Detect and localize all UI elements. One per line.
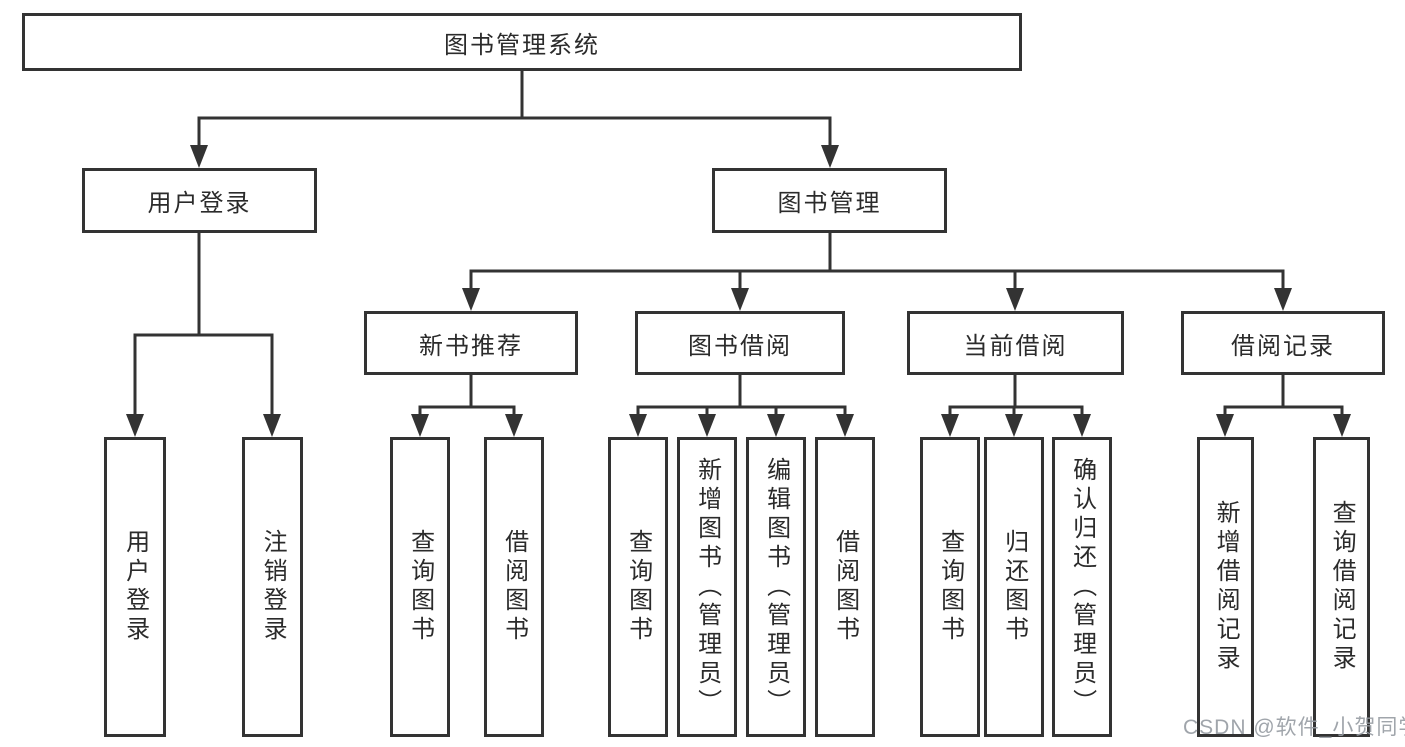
node-borrowing-records: 借阅记录 [1181, 311, 1385, 375]
leaf-edit-books-admin: 编辑图书（管理员） [746, 437, 806, 737]
arrow-down-icon [629, 414, 647, 437]
node-label: 借阅图书 [500, 529, 528, 645]
leaf-add-borrow-record: 新增借阅记录 [1197, 437, 1254, 737]
node-label: 新增借阅记录 [1212, 500, 1240, 674]
node-label: 查询借阅记录 [1328, 500, 1356, 674]
arrow-down-icon [1006, 288, 1024, 311]
arrow-down-icon [190, 145, 208, 168]
node-label: 查询图书 [406, 529, 434, 645]
node-book-borrowing: 图书借阅 [635, 311, 845, 375]
tree-edges [133, 69, 1344, 420]
leaf-query-books-recommend: 查询图书 [390, 437, 450, 737]
node-label: 新书推荐 [419, 332, 523, 360]
arrow-down-icon [263, 414, 281, 437]
node-label: 当前借阅 [963, 332, 1068, 360]
node-label: 图书管理 [777, 190, 882, 217]
node-label: 查询图书 [936, 529, 964, 645]
arrow-down-icon [731, 288, 749, 311]
node-root-label: 图书管理系统 [444, 31, 600, 59]
leaf-add-books-admin: 新增图书（管理员） [677, 437, 737, 737]
watermark: CSDN @软件_小贺同学 [1183, 716, 1405, 739]
arrow-down-icon [462, 288, 480, 311]
arrow-down-icon [836, 414, 854, 437]
arrow-down-icon [126, 414, 144, 437]
node-user-login: 用户登录 [82, 168, 317, 233]
node-label: 新增图书（管理员） [693, 456, 721, 718]
arrow-down-icon [767, 414, 785, 437]
leaf-query-borrow-record: 查询借阅记录 [1313, 437, 1370, 737]
arrowheads [126, 145, 1351, 437]
leaf-logout: 注销登录 [242, 437, 303, 737]
node-new-book-recommend: 新书推荐 [364, 311, 578, 375]
arrow-down-icon [941, 414, 959, 437]
node-root: 图书管理系统 [22, 13, 1022, 71]
node-label: 图书借阅 [688, 332, 792, 360]
arrow-down-icon [1005, 414, 1023, 437]
arrow-down-icon [1073, 414, 1091, 437]
leaf-borrow-books-recommend: 借阅图书 [484, 437, 544, 737]
node-label: 借阅图书 [831, 529, 859, 645]
leaf-user-login: 用户登录 [104, 437, 166, 737]
arrow-down-icon [411, 414, 429, 437]
leaf-return-books: 归还图书 [984, 437, 1044, 737]
node-label: 归还图书 [1000, 529, 1028, 645]
node-label: 用户登录 [147, 190, 252, 217]
node-label: 确认归还（管理员） [1068, 456, 1096, 718]
node-label: 借阅记录 [1231, 332, 1335, 360]
node-current-borrowing: 当前借阅 [907, 311, 1124, 375]
arrow-down-icon [1274, 288, 1292, 311]
leaf-query-books-current: 查询图书 [920, 437, 980, 737]
node-label: 用户登录 [121, 529, 149, 645]
arrow-down-icon [698, 414, 716, 437]
leaf-query-books-borrowing: 查询图书 [608, 437, 668, 737]
arrow-down-icon [821, 145, 839, 168]
arrow-down-icon [1216, 414, 1234, 437]
leaf-borrow-books: 借阅图书 [815, 437, 875, 737]
node-label: 查询图书 [624, 529, 652, 645]
node-book-management: 图书管理 [712, 168, 947, 233]
leaf-confirm-return-admin: 确认归还（管理员） [1052, 437, 1112, 737]
arrow-down-icon [505, 414, 523, 437]
node-label: 编辑图书（管理员） [762, 456, 790, 718]
node-label: 注销登录 [259, 529, 287, 645]
arrow-down-icon [1333, 414, 1351, 437]
